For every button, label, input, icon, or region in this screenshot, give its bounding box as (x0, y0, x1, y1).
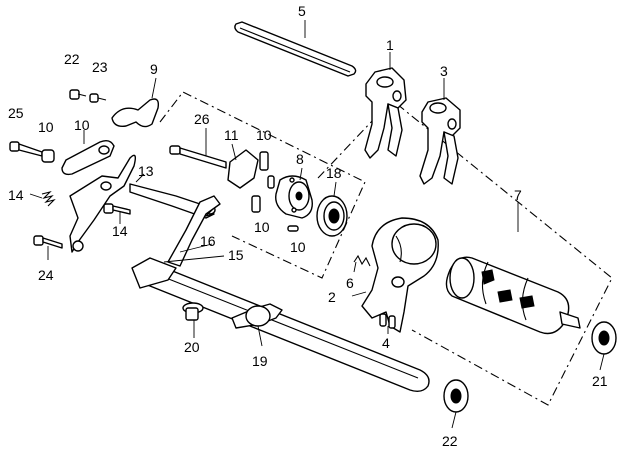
linkage-bracket (69, 154, 137, 253)
spring-part-14-left (41, 190, 56, 207)
callout-19: 20 (184, 339, 200, 355)
leader-lines (29, 20, 605, 429)
bolt-part-25 (9, 141, 43, 157)
shift-fork-part-1 (364, 67, 407, 159)
callout-10-mid: 10 (254, 219, 270, 235)
callout-labels: 5 1 3 22 23 9 25 10 10 26 11 10 8 18 13 … (8, 3, 608, 449)
spring-part-18 (231, 303, 283, 329)
gearshift-spindle-part-16 (131, 195, 430, 393)
stud-part-19 (182, 302, 204, 321)
pin-plate-part-13 (227, 149, 259, 189)
callout-21: 21 (592, 373, 608, 389)
callout-25: 25 (8, 105, 24, 121)
drum-center-part-2 (361, 217, 439, 333)
shaft-rod-part-5 (234, 21, 357, 77)
callout-13: 11 (224, 127, 239, 143)
callout-23: 23 (92, 59, 108, 75)
nut-part-12 (41, 149, 55, 163)
group-box-right (317, 99, 613, 406)
callout-4: 4 (382, 335, 390, 351)
callout-10-top: 10 (256, 127, 272, 143)
oil-seal-part-21 (591, 321, 617, 355)
callout-17: 16 (200, 233, 216, 249)
callout-9: 9 (150, 61, 158, 77)
callout-18: 19 (252, 353, 268, 369)
callout-22-bottom: 22 (442, 433, 458, 449)
callout-10-low: 10 (290, 239, 306, 255)
callout-22-top: 22 (64, 51, 80, 67)
callout-2: 2 (328, 289, 336, 305)
callout-15: 13 (138, 163, 154, 179)
bearing-part-20 (316, 195, 348, 237)
callout-16: 15 (228, 247, 244, 263)
callout-11: 10 (74, 117, 90, 133)
shift-fork-part-3 (419, 97, 461, 185)
callout-7: 7 (514, 187, 522, 203)
cam-plate-part-8 (275, 175, 313, 219)
callout-24: 24 (38, 267, 54, 283)
callout-5: 5 (298, 3, 306, 19)
bolt-part-26 (169, 145, 227, 169)
callout-12: 10 (38, 119, 54, 135)
pins-part-10 (251, 151, 299, 232)
bolt-part-23 (89, 93, 107, 103)
bolt-part-14-lower (103, 203, 131, 215)
bolt-part-24 (33, 235, 63, 249)
pins-part-4 (379, 313, 396, 329)
callout-8: 8 (296, 151, 304, 167)
spring-part-6 (353, 254, 371, 267)
callout-26: 26 (194, 111, 210, 127)
callout-6: 6 (346, 275, 354, 291)
link-plate-part-9 (111, 98, 160, 128)
group-box-left (159, 91, 366, 279)
callout-1: 1 (386, 37, 394, 53)
callout-20: 18 (326, 165, 342, 181)
callout-14-lower: 14 (112, 223, 128, 239)
oil-seal-part-22-bottom (443, 379, 469, 413)
arm-part-11 (61, 139, 115, 176)
callout-3: 3 (440, 63, 448, 79)
callout-14-left: 14 (8, 187, 24, 203)
shift-drum-part-7 (445, 256, 581, 335)
bolt-part-22-top (69, 89, 87, 100)
